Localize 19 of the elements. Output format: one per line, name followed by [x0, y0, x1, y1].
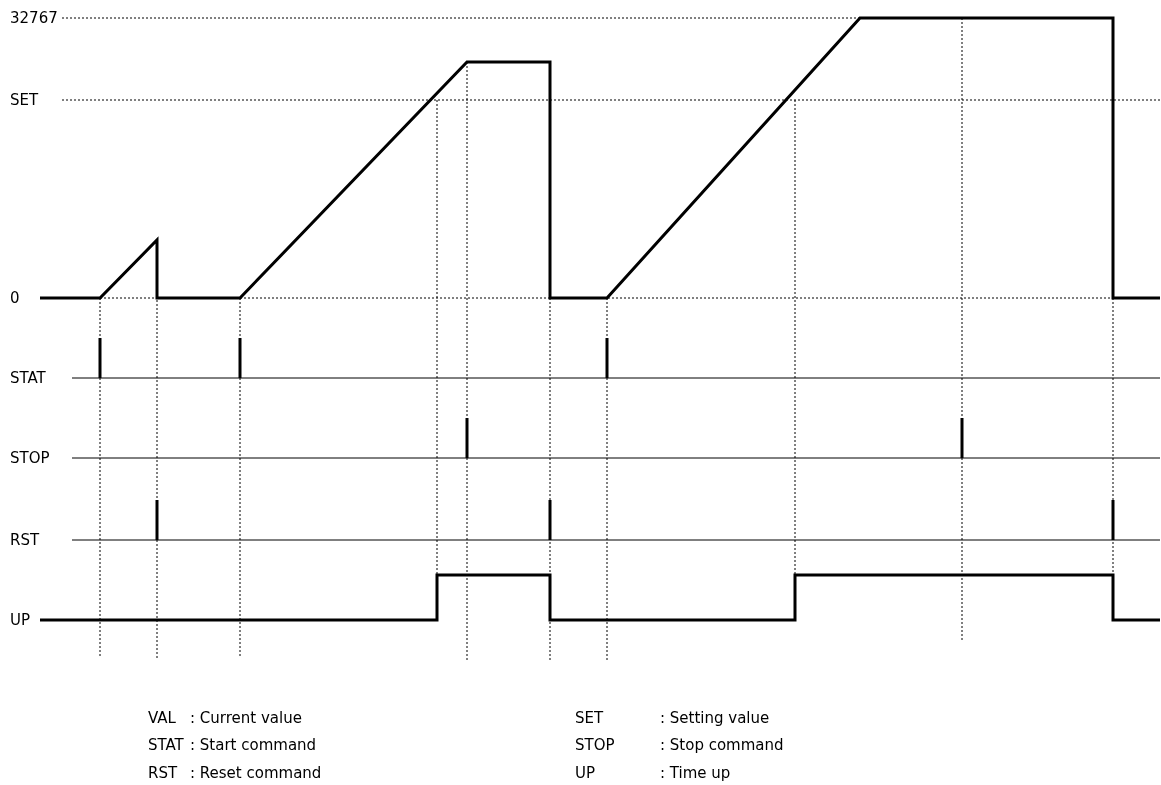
legend-term: UP	[575, 764, 596, 782]
legend-term: STAT	[148, 736, 184, 754]
legend-description: : Reset command	[190, 764, 322, 782]
axis-label: 0	[10, 289, 20, 307]
legend-description: : Time up	[660, 764, 731, 782]
legend-description: : Start command	[190, 736, 317, 754]
legend-term: VAL	[148, 709, 176, 727]
legend-description: : Current value	[190, 709, 302, 727]
axis-label: STOP	[10, 449, 50, 467]
legend-term: STOP	[575, 736, 615, 754]
legend-description: : Setting value	[660, 709, 770, 727]
axis-label: STAT	[10, 369, 46, 387]
axis-label: RST	[10, 531, 40, 549]
legend-term: RST	[148, 764, 178, 782]
legend-term: SET	[575, 709, 604, 727]
axis-label: UP	[10, 611, 31, 629]
legend-description: : Stop command	[660, 736, 784, 754]
axis-label: SET	[10, 91, 39, 109]
axis-label: 32767	[10, 9, 58, 27]
